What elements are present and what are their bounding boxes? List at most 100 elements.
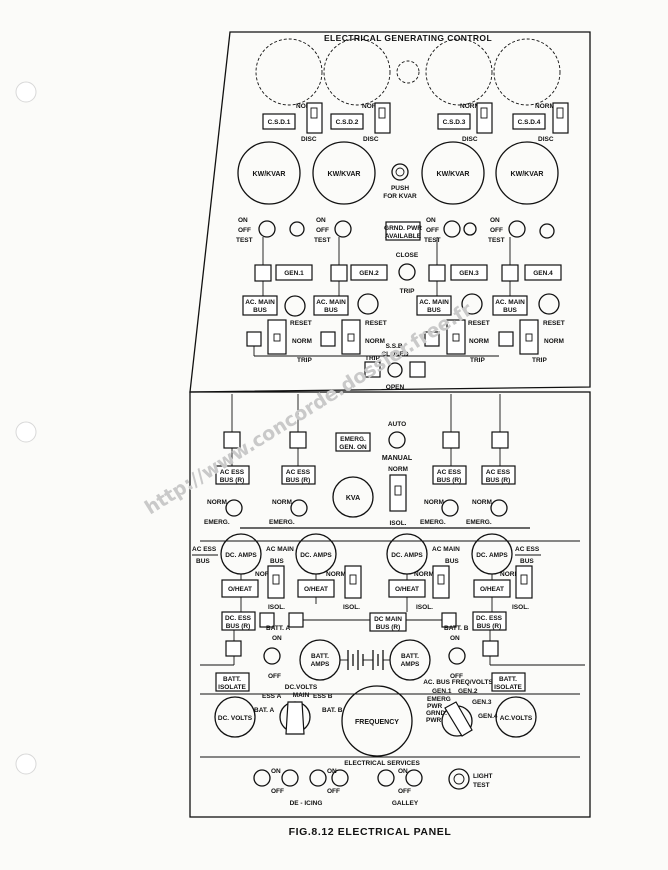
ac-ess-4-emerg-switch[interactable] [490, 499, 508, 517]
kw-kvar-meter-3 [421, 141, 485, 205]
off-label: OFF [327, 788, 340, 795]
isolate-label: ISOLATE [494, 684, 522, 691]
disc-label: DISC [538, 136, 554, 143]
ssb-switch[interactable] [387, 362, 403, 378]
dc-tie-2-indicator [288, 612, 304, 628]
batt-amps-meter-b [389, 639, 431, 681]
pwr-label: PWR [427, 703, 442, 710]
dc-ess-label: DC. ESS [476, 615, 503, 622]
ac-ess-2-breaker-indicator [289, 431, 307, 449]
gen-3-reset-button[interactable] [461, 293, 483, 315]
push-for-kvar-button[interactable] [391, 163, 409, 181]
bus-r-label: BUS (R) [226, 623, 251, 630]
norm-label: NORM [326, 571, 346, 578]
gen-1-breaker-switch[interactable] [267, 319, 287, 355]
ac-ess-1-emerg-switch[interactable] [225, 499, 243, 517]
guard-icon [272, 574, 280, 585]
csd-unit-1: NORM C.S.D.1 DISC [262, 102, 323, 143]
tru-1-isol-switch[interactable] [267, 565, 285, 599]
batt-b-relay-indicator [482, 640, 499, 657]
gen-1-reset-button[interactable] [284, 295, 306, 317]
batt-a-switch[interactable] [263, 647, 281, 665]
isol-label: ISOL. [343, 604, 360, 611]
ac-main-label: AC. MAIN [316, 299, 346, 306]
gen-4-reset-button[interactable] [538, 293, 560, 315]
dc-ess-label: DC. ESS [225, 615, 252, 622]
de-icing-switch-3[interactable] [309, 769, 327, 787]
upper-panel-outline [189, 31, 591, 393]
grnd-pwr-label: GRND. PWR [384, 225, 422, 232]
o-heat-label: O/HEAT [304, 586, 328, 593]
gen-3-breaker-switch[interactable] [446, 319, 466, 355]
dashed-gauge-cutouts [255, 38, 561, 106]
bus-r-label: BUS (R) [437, 477, 462, 484]
dc-amps-label: DC. AMPS [300, 552, 332, 559]
csd-3-label: C.S.D.3 [443, 119, 466, 126]
gen-4-control-switch[interactable] [508, 220, 526, 238]
csd-unit-4: NORM C.S.D.4 DISC [512, 102, 569, 143]
test-label: TEST [424, 237, 441, 244]
gen-2-reset-button[interactable] [357, 293, 379, 315]
ac-ess-label: AC ESS [286, 469, 311, 476]
tru-3-isol-switch[interactable] [432, 565, 450, 599]
pwr-label: PWR [426, 717, 441, 724]
button-icon [395, 167, 405, 177]
kw-kvar-label: KW/KVAR [253, 171, 286, 178]
light-test-button[interactable] [448, 768, 470, 790]
guard-icon [347, 333, 355, 342]
gen-control-row: ON OFF TEST ON OFF TEST GRND. PWR AVAILA… [236, 217, 555, 244]
batt-b-switch[interactable] [448, 647, 466, 665]
csd-3-light [437, 113, 471, 130]
electrical-services-row: ELECTRICAL SERVICES ON OFF ON OFF DE - I… [253, 760, 493, 807]
binder-hole [15, 753, 37, 775]
batt-label: BATT. [401, 653, 419, 660]
disc-label: DISC [462, 136, 478, 143]
guard-icon [273, 333, 281, 342]
test-label: TEST [488, 237, 505, 244]
tru-2-isol-switch[interactable] [344, 565, 362, 599]
on-label: ON [450, 635, 460, 642]
bus-tie-close-trip-switch[interactable] [398, 263, 416, 281]
norm-label: NORM [365, 338, 385, 345]
norm-label: NORM [535, 103, 555, 110]
gen-2-control-switch[interactable] [334, 220, 352, 238]
gen-4-breaker-switch[interactable] [519, 319, 539, 355]
dc-amps-label: DC. AMPS [225, 552, 257, 559]
ac-ess-2-emerg-switch[interactable] [290, 499, 308, 517]
tru-4-isol-switch[interactable] [515, 565, 533, 599]
grnd-pwr-available-light [385, 221, 421, 241]
emerg-label: EMERG. [420, 519, 446, 526]
bat-a-label: BAT. A [254, 707, 275, 714]
galley-switch-1[interactable] [377, 769, 395, 787]
off-label: OFF [271, 788, 284, 795]
gen-2-breaker-switch[interactable] [341, 319, 361, 355]
on-label: ON [316, 217, 326, 224]
emerg-gen-auto-manual-switch[interactable] [388, 431, 406, 449]
batt-b-label: BATT. B [444, 625, 469, 632]
batt-a-label: BATT. A [266, 625, 290, 632]
emerg-label: EMERG. [340, 436, 366, 443]
ac-main-label: AC. MAIN [419, 299, 449, 306]
on-label: ON [272, 635, 282, 642]
dc-volts-selector-label: DC.VOLTS [285, 684, 318, 691]
gen-4-label: GEN.4 [478, 713, 498, 720]
de-icing-switch-4[interactable] [331, 769, 349, 787]
norm-label: NORM [272, 499, 292, 506]
emerg-label: EMERG. [204, 519, 230, 526]
isol-label: ISOL. [390, 520, 407, 527]
gen-1-control-switch[interactable] [258, 220, 276, 238]
ac-ess-3-emerg-switch[interactable] [441, 499, 459, 517]
dc-volts-label: DC. VOLTS [218, 715, 253, 722]
galley-switch-2[interactable] [405, 769, 423, 787]
gen-3-control-switch[interactable] [443, 220, 461, 238]
bus-4-tie-indicator [498, 331, 514, 347]
de-icing-switch-2[interactable] [281, 769, 299, 787]
kw-kvar-meter-1 [237, 141, 301, 205]
de-icing-switch-1[interactable] [253, 769, 271, 787]
off-label: OFF [426, 227, 439, 234]
bus-r-label: BUS (R) [477, 623, 502, 630]
isol-label: ISOL. [512, 604, 529, 611]
ac-ess-isol-switch[interactable] [389, 474, 407, 512]
ac-main-bus-3-light [416, 295, 452, 316]
